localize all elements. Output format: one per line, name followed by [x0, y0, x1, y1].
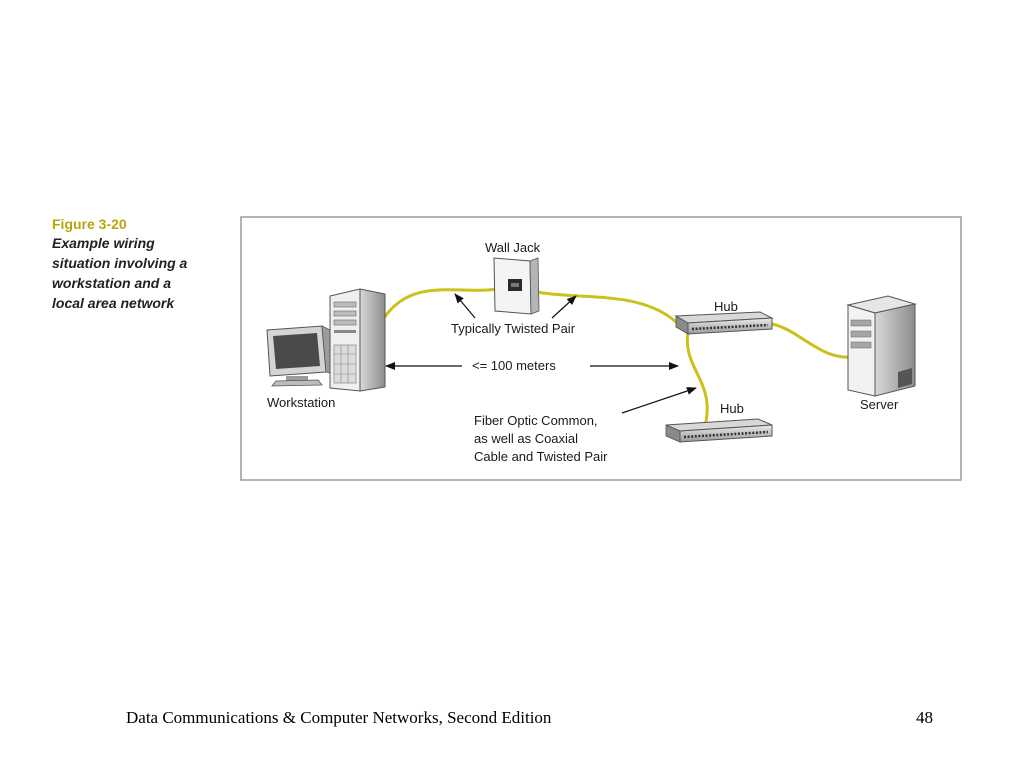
caption-line: local area network [52, 295, 175, 311]
distance-label: <= 100 meters [472, 358, 556, 373]
fiber-label-line: Cable and Twisted Pair [474, 449, 608, 464]
wall-jack-icon [493, 257, 540, 315]
footer-title: Data Communications & Computer Networks,… [126, 708, 552, 727]
hub-bottom-icon [665, 418, 773, 443]
wall-jack-label: Wall Jack [485, 240, 541, 255]
fiber-label-line: as well as Coaxial [474, 431, 578, 446]
arrow-to-fiber-cable [621, 387, 697, 414]
server-label: Server [860, 397, 899, 412]
fiber-label-line: Fiber Optic Common, [474, 413, 598, 428]
cable-hub-server [770, 322, 854, 359]
hub-top-label: Hub [714, 299, 738, 314]
figure-number: Figure 3-20 [52, 216, 127, 232]
caption-line: situation involving a [52, 255, 188, 271]
workstation-tower-icon [329, 288, 386, 392]
twisted-pair-label: Typically Twisted Pair [451, 321, 576, 336]
page-number: 48 [916, 708, 933, 727]
arrow-to-cable-right [551, 295, 577, 319]
caption-line: Example wiring [52, 235, 155, 251]
hub-bottom-label: Hub [720, 401, 744, 416]
figure-description: Example wiring situation involving a wor… [52, 233, 232, 313]
server-icon [846, 295, 917, 397]
cable-walljack-hub [535, 290, 678, 324]
caption-line: workstation and a [52, 275, 172, 291]
workstation-label: Workstation [267, 395, 335, 410]
hub-top-icon [674, 311, 774, 335]
cable-hub-hub [685, 330, 709, 432]
figure-caption: Figure 3-20 Example wiring situation inv… [52, 216, 232, 313]
arrow-to-cable-left [454, 293, 476, 319]
